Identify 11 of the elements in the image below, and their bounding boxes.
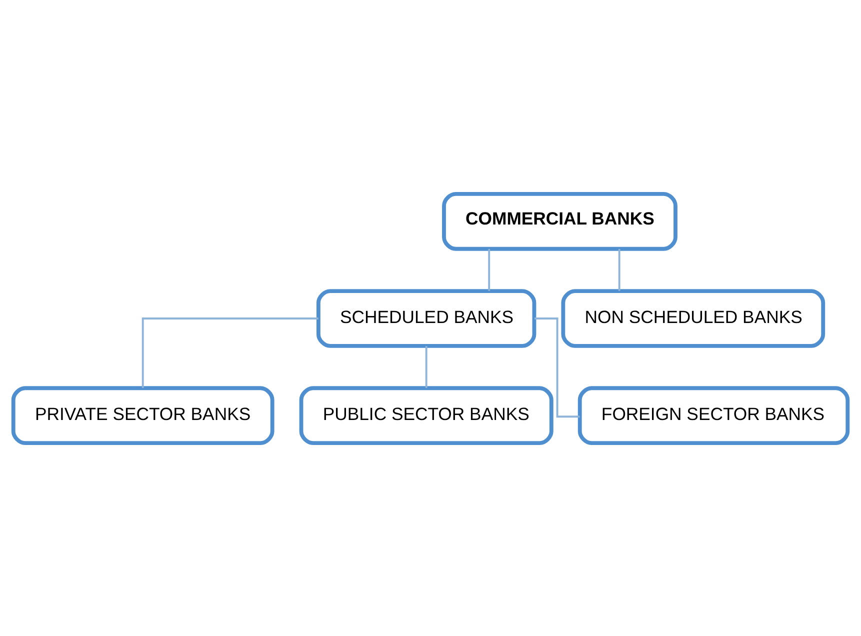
- connector: [142, 317, 318, 388]
- node-box: PRIVATE SECTOR BANKS: [11, 386, 274, 445]
- connector: [534, 317, 580, 418]
- node-box: COMMERCIAL BANKS: [442, 191, 678, 250]
- connector: [618, 248, 620, 290]
- node-box: SCHEDULED BANKS: [316, 288, 536, 348]
- node-box: PUBLIC SECTOR BANKS: [299, 386, 554, 445]
- connector: [425, 346, 428, 388]
- node-box: FOREIGN SECTOR BANKS: [578, 386, 850, 445]
- node-box: NON SCHEDULED BANKS: [561, 288, 826, 348]
- connector: [488, 248, 490, 290]
